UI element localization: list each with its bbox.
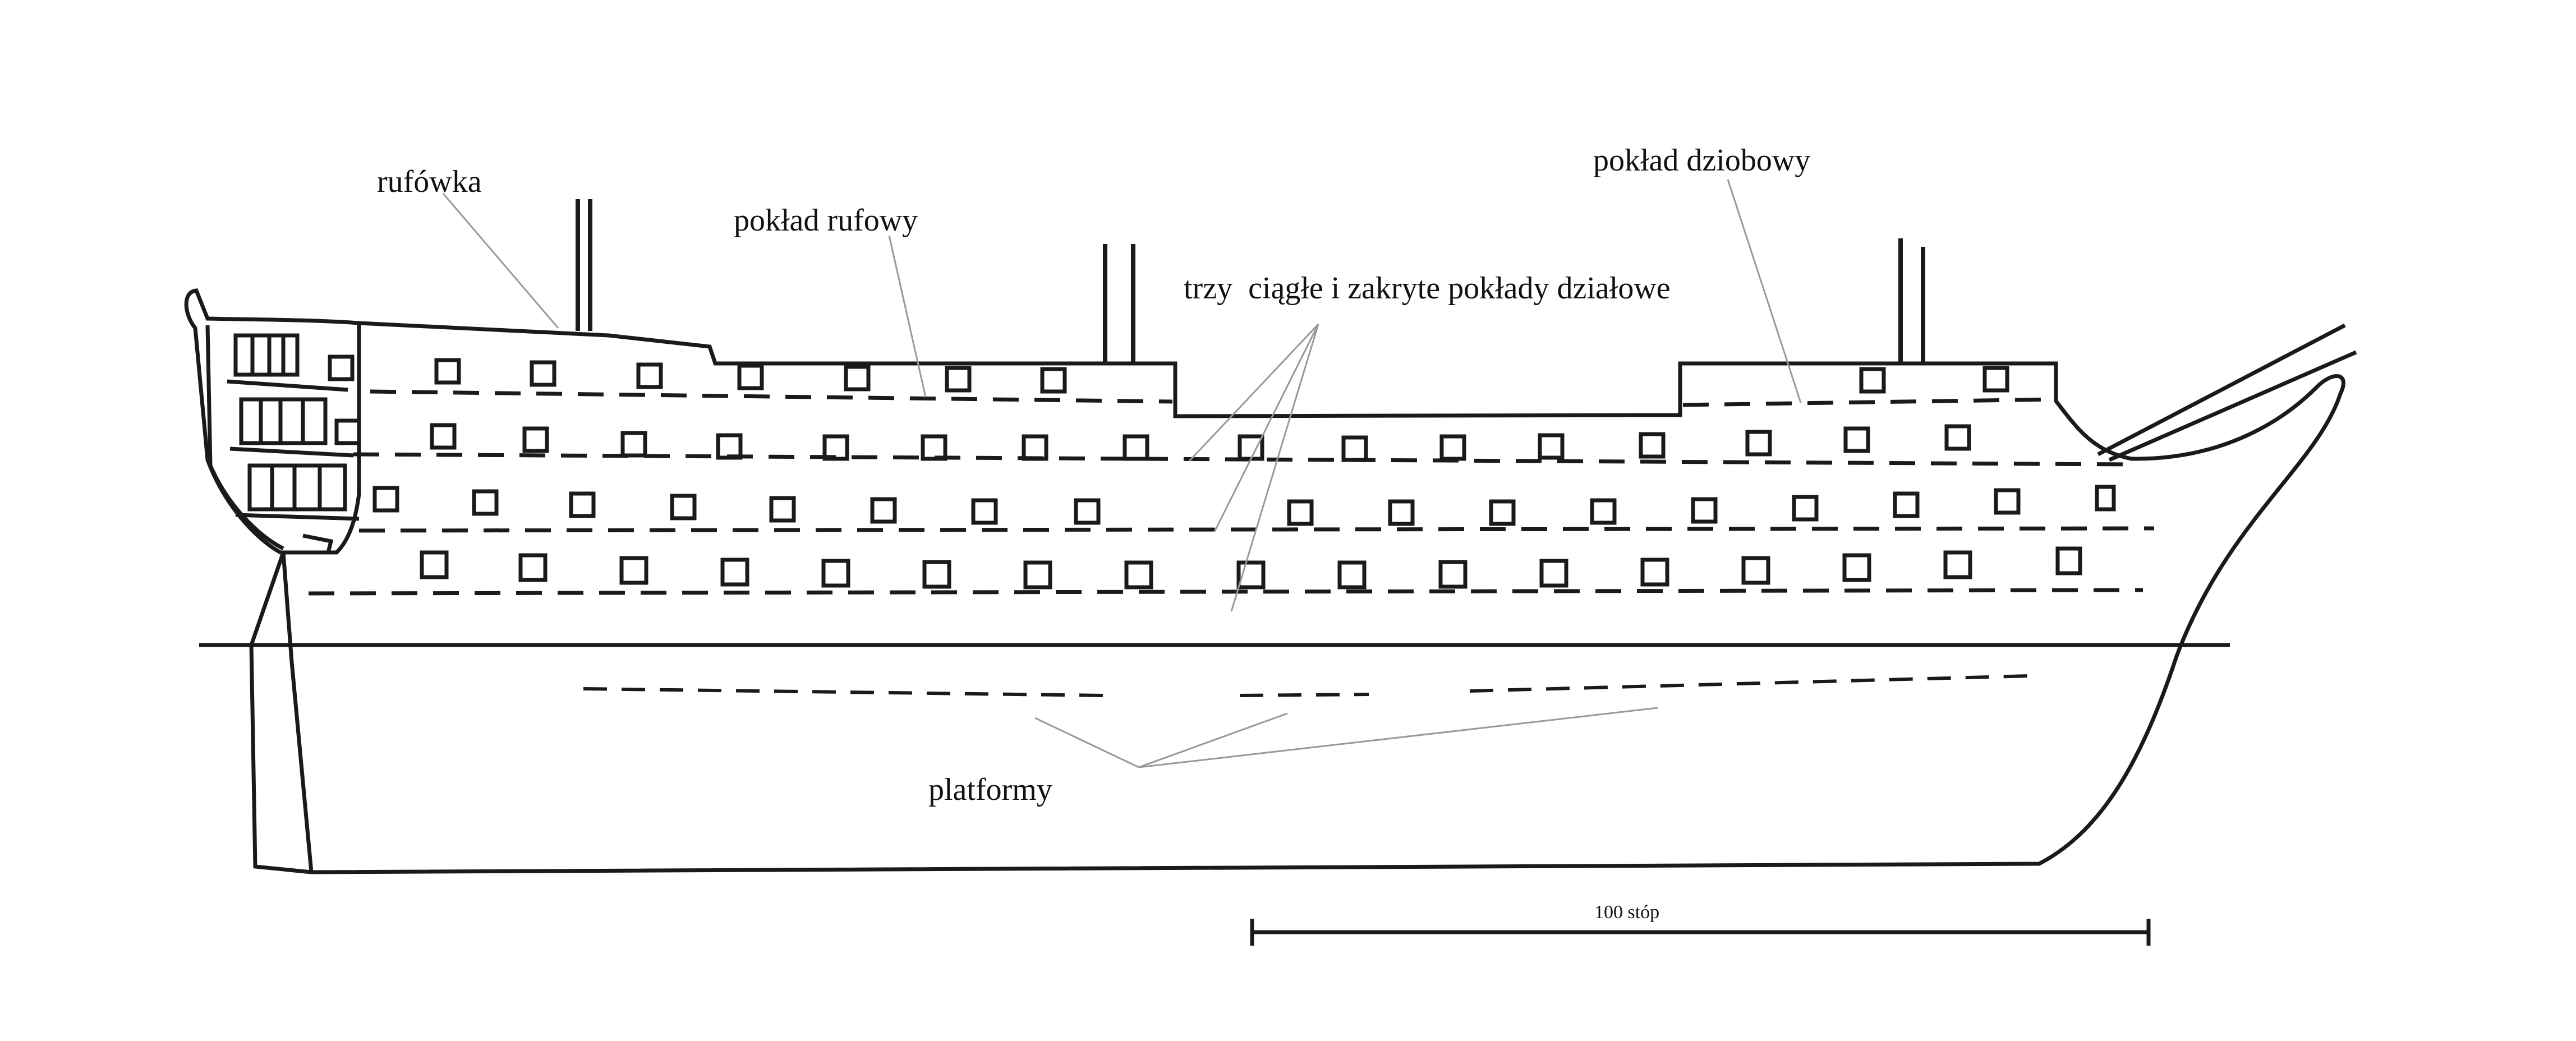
leader-gun-deck-1 — [1188, 323, 1319, 462]
stern-windows-middle — [239, 397, 328, 445]
hull-outline — [311, 321, 2345, 874]
stern-windows-upper — [233, 333, 300, 377]
stern-windows-lower — [247, 463, 347, 512]
leader-platform-2 — [1138, 712, 1288, 768]
leader-platform-3 — [1138, 707, 1658, 768]
rudder — [249, 551, 314, 874]
label-gun-decks: trzy ciągłe i zakryte pokłady działowe — [1184, 271, 1671, 306]
label-quarterdeck: pokład rufowy — [734, 203, 918, 238]
leader-quarterdeck — [888, 235, 927, 398]
leader-gun-deck-2 — [1213, 324, 1319, 532]
platform-lines — [583, 674, 2031, 697]
leader-platform-1 — [1034, 717, 1139, 768]
bowsprit — [2097, 323, 2357, 462]
gun-ports — [328, 354, 2116, 589]
stern-castle — [184, 288, 361, 555]
scale-bar-label: 100 stóp — [1594, 902, 1660, 923]
scale-bar — [1250, 919, 2151, 946]
masts — [576, 199, 1925, 365]
gun-deck-line-2 — [358, 526, 2155, 533]
label-stern-cabin: rufówka — [377, 164, 482, 199]
label-platforms: platformy — [928, 772, 1052, 807]
leader-lines — [442, 179, 1802, 768]
leader-gun-deck-3 — [1230, 324, 1319, 612]
upper-deck-line-aft — [370, 389, 1173, 404]
leader-stern-cabin — [442, 193, 559, 329]
gun-deck-line-3 — [308, 588, 2143, 596]
forecastle-deck-line — [1682, 397, 2057, 407]
label-forecastle: pokład dziobowy — [1593, 143, 1811, 178]
leader-forecastle — [1727, 179, 1802, 403]
